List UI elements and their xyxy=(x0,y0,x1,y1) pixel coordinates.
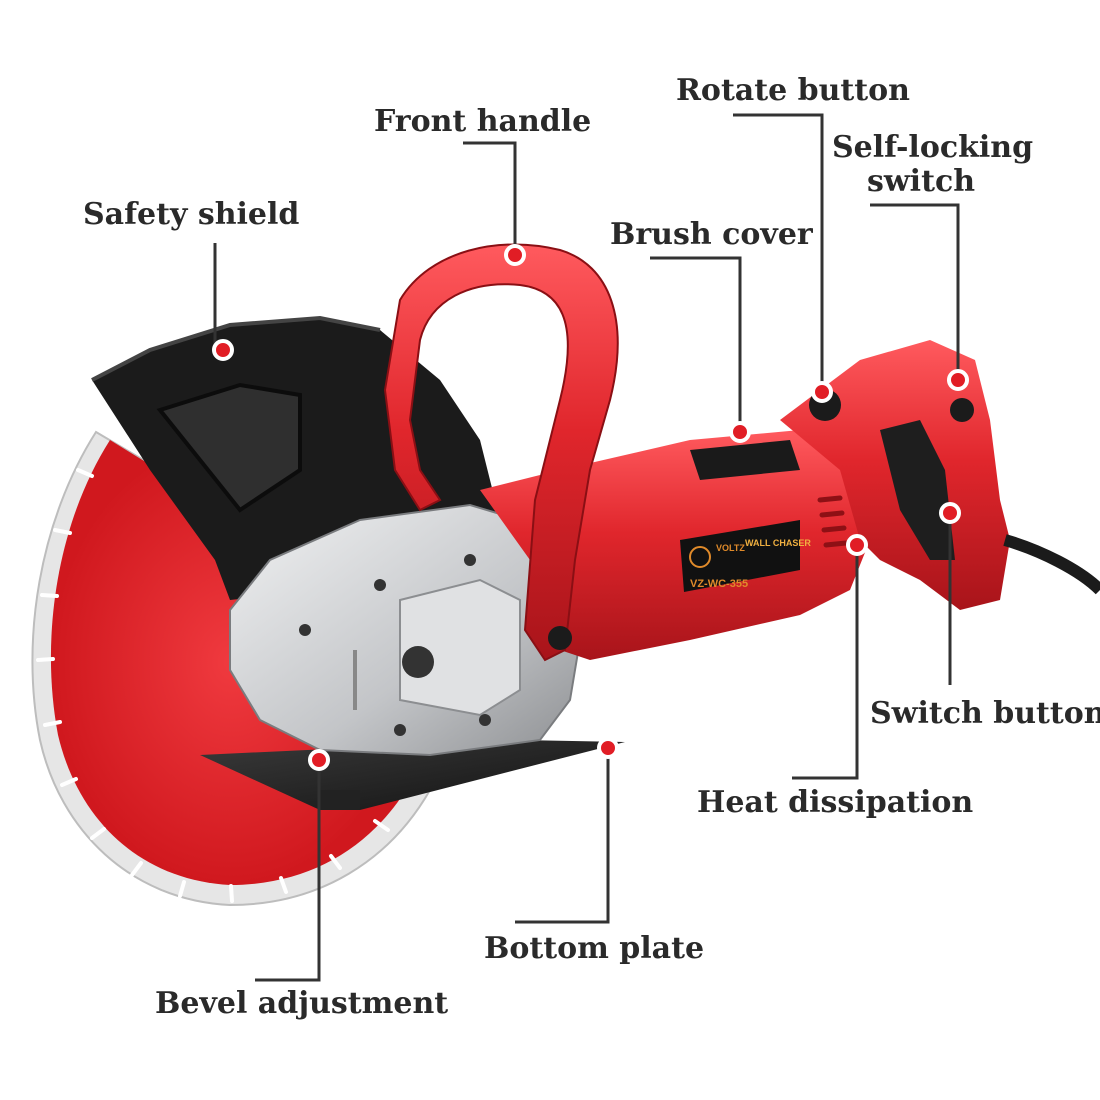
leader-bottom-plate xyxy=(515,748,610,924)
leader-bevel-adjustment xyxy=(255,760,321,982)
marker-bottom-plate xyxy=(597,737,619,759)
gear-housing xyxy=(229,503,582,757)
marker-brush-cover xyxy=(729,421,751,443)
marker-heat-dissipation xyxy=(846,534,868,556)
marker-front-handle xyxy=(504,244,526,266)
callout-markers xyxy=(212,244,969,771)
label-bevel-adjustment: Bevel adjustment xyxy=(155,986,449,1021)
blade-segment-slots xyxy=(36,468,390,903)
label-self-locking-switch: Self-locking switch xyxy=(832,130,1034,199)
nameplate-title: WALL CHASER xyxy=(745,538,811,548)
marker-self-locking-switch xyxy=(947,369,969,391)
base-plate xyxy=(200,740,625,810)
vent-grille xyxy=(817,495,849,548)
label-self-locking-switch-line2: switch xyxy=(866,164,976,199)
leader-self-locking-switch xyxy=(870,203,960,380)
label-front-handle: Front handle xyxy=(374,104,592,139)
label-switch-button: Switch button xyxy=(870,696,1100,731)
label-bottom-plate: Bottom plate xyxy=(484,931,705,966)
leader-front-handle xyxy=(463,141,517,255)
marker-safety-shield xyxy=(212,339,234,361)
leader-rotate-button xyxy=(733,113,824,392)
front-handle xyxy=(383,243,619,662)
leader-heat-dissipation xyxy=(792,545,859,780)
marker-switch-button xyxy=(939,502,961,524)
nameplate-model: VZ-WC-355 xyxy=(690,578,748,590)
label-brush-cover: Brush cover xyxy=(610,217,813,252)
marker-bevel-adjustment xyxy=(308,749,330,771)
label-heat-dissipation: Heat dissipation xyxy=(697,785,974,820)
leader-brush-cover xyxy=(650,256,742,432)
rear-handle xyxy=(780,340,1100,610)
marker-rotate-button xyxy=(811,381,833,403)
label-self-locking-switch-line1: Self-locking xyxy=(832,130,1034,165)
nameplate-brand: VOLTZ xyxy=(716,543,745,553)
label-safety-shield: Safety shield xyxy=(83,197,300,232)
label-rotate-button: Rotate button xyxy=(676,73,910,108)
nameplate: VOLTZ WALL CHASER VZ-WC-355 xyxy=(680,520,811,592)
